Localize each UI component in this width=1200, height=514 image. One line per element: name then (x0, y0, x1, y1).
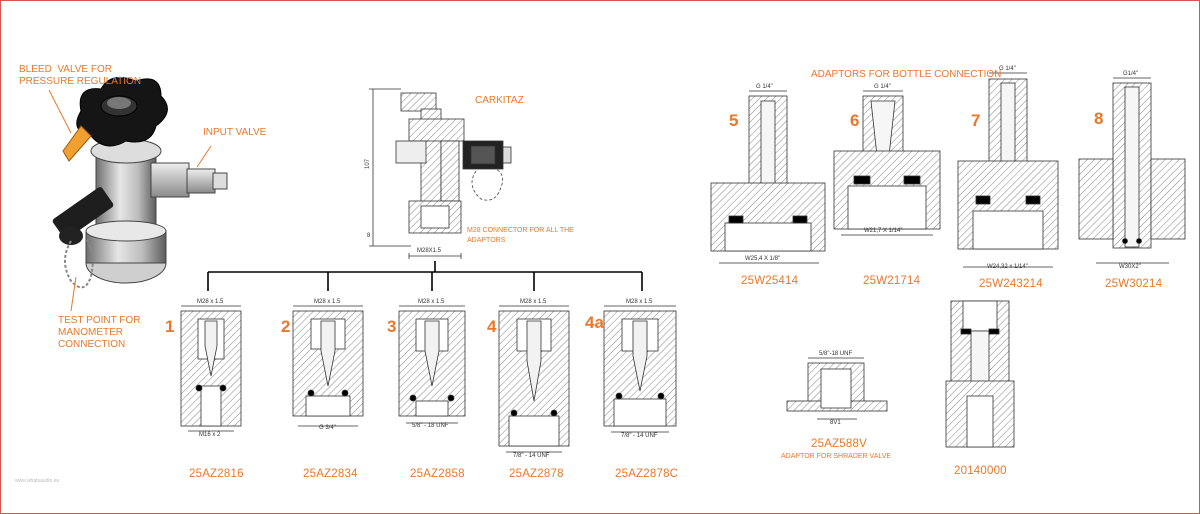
adaptor-20140000-code: 20140000 (954, 465, 1007, 477)
shrader-top-dim: 5/8"-18 UNF (819, 351, 853, 357)
shrader-adaptor-drawing (786, 357, 888, 420)
adaptor-5-top-dim: G 1/4" (756, 84, 773, 90)
carkitaz-small-dim: 8 (367, 233, 371, 239)
adaptor-number-4: 4 (487, 317, 497, 336)
adaptor-3-code: 25AZ2858 (410, 468, 465, 480)
adaptor-1-drawing (180, 305, 242, 432)
adaptor-3-bottom-dim: 5/8" - 18 UNF (412, 423, 449, 429)
m28-connector-note: M28 CONNECTOR FOR ALL THE ADAPTORS (467, 227, 574, 244)
adaptor-1-top-dim: M28 x 1.5 (197, 299, 224, 305)
shrader-code: 25AZ588V (811, 438, 867, 450)
valve-3d-illustration (52, 76, 228, 289)
adaptor-3-top-dim: M28 x 1.5 (418, 299, 445, 305)
adaptor-4a-code: 25AZ2878C (615, 468, 679, 480)
adaptor-number-3: 3 (387, 317, 397, 336)
carkitaz-height-dim: 107 (365, 158, 372, 170)
adaptor-8-drawing (1078, 77, 1186, 264)
adaptor-7-top-dim: G 1/4" (999, 66, 1016, 72)
adaptor-number-8: 8 (1094, 109, 1104, 128)
input-valve-callout: INPUT VALVE (203, 127, 267, 138)
adaptor-8-bottom-dim: W30X2" (1119, 264, 1141, 270)
adaptor-6-drawing (833, 90, 941, 236)
adaptor-2-code: 25AZ2834 (303, 468, 358, 480)
adaptor-4-top-dim: M28 x 1.5 (520, 299, 547, 305)
adaptor-2-top-dim: M28 x 1.5 (314, 299, 341, 305)
adaptor-5-bottom-dim: W25,4 X 1/8" (745, 256, 781, 262)
adaptor-8-code: 25W30214 (1105, 278, 1163, 290)
adaptor-6-code: 25W21714 (863, 275, 921, 287)
adaptor-6-top-dim: G 1/4" (874, 84, 891, 90)
adaptor-number-2: 2 (281, 317, 291, 336)
adaptor-6-bottom-dim: W21,7 X 1/14" (864, 228, 903, 234)
adaptor-2-bottom-dim: G 3/4" (319, 425, 336, 431)
adaptor-number-4a: 4a (585, 313, 604, 332)
watermark: www.whatsaudio.eu (15, 478, 60, 484)
adaptor-1-bottom-dim: M16 x 2 (199, 432, 221, 438)
shrader-bottom-dim: 8V1 (830, 420, 841, 426)
adaptor-number-7: 7 (971, 111, 981, 130)
carkitaz-label: CARKITAZ (475, 95, 524, 106)
carkitaz-base-dim: M28X1.5 (417, 248, 442, 254)
adaptor-number-5: 5 (729, 111, 739, 130)
adaptor-4-code: 25AZ2878 (509, 468, 564, 480)
adaptor-4a-top-dim: M28 x 1.5 (626, 299, 653, 305)
adaptor-5-code: 25W25414 (741, 275, 799, 287)
adaptor-2-drawing (292, 305, 364, 427)
tree-connector (207, 261, 643, 291)
shrader-note: ADAPTOR FOR SHRADER VALVE (781, 453, 892, 460)
adaptor-4-drawing (498, 305, 570, 453)
bleed-valve-callout: BLEED VALVE FOR PRESSURE REGULATION (19, 64, 142, 87)
adaptor-1-code: 25AZ2816 (189, 468, 244, 480)
carkitaz-section (369, 88, 512, 259)
adaptor-7-bottom-dim: W24,32 x 1/14" (987, 264, 1028, 270)
adaptor-20140000-drawing (945, 300, 1015, 448)
bottle-adaptors-header: ADAPTORS FOR BOTTLE CONNECTION (811, 69, 1002, 80)
test-point-callout: TEST POINT FOR MANOMETER CONNECTION (58, 315, 141, 350)
adaptor-4a-drawing (603, 305, 677, 433)
callout-leaders (48, 89, 212, 312)
adaptor-8-top-dim: G1/4" (1123, 71, 1139, 77)
adaptor-number-1: 1 (165, 317, 175, 336)
adaptor-7-drawing (957, 72, 1059, 268)
adaptor-4a-bottom-dim: 7/8" - 14 UNF (621, 433, 658, 439)
adaptor-5-drawing (710, 90, 826, 264)
adaptor-4-bottom-dim: 7/8" - 14 UNF (513, 453, 550, 459)
adaptor-3-drawing (398, 305, 466, 424)
adaptor-number-6: 6 (850, 111, 860, 130)
adaptor-7-code: 25W243214 (979, 278, 1043, 290)
